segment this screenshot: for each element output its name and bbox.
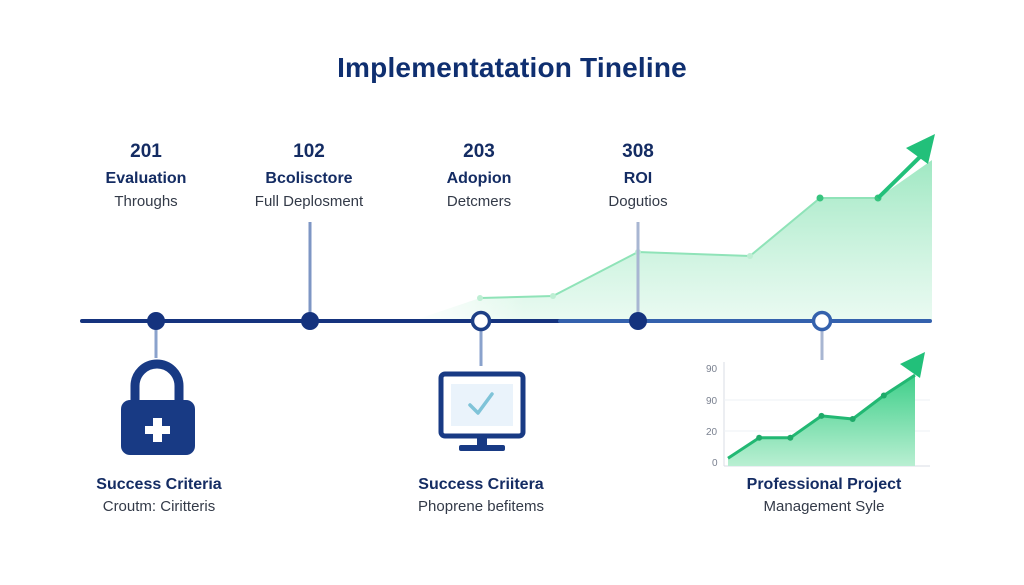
milestone-sub: Detcmers [446,193,512,210]
mini-tick-label: 20 [706,427,718,438]
node-308 [629,312,647,330]
growth-arrow-icon [906,134,935,164]
node-201 [147,312,165,330]
milestone-year: 102 [293,141,325,162]
monitor-check-icon [438,371,526,451]
milestone-4: 308 ROI Dogutios [543,140,733,212]
bottom-sub: Croutm: Ciritteris [102,498,216,515]
growth-area [415,160,932,320]
mini-tick-label: 0 [712,458,718,469]
bottom-block-2: Success Criitera Phoprene befitems [371,474,591,518]
bottom-sub: Phoprene befitems [418,498,544,515]
mini-chart-points [756,392,887,441]
node-203 [470,310,492,332]
mini-chart-point [849,416,856,422]
milestone-label: Evaluation [105,170,187,187]
bottom-title: Professional Project [746,476,902,493]
mini-chart-area [728,375,915,466]
milestone-label: ROI [623,170,653,187]
node-end [811,310,833,332]
node-102 [301,312,319,330]
mini-growth-chart: 90 90 20 0 [706,352,930,469]
milestone-label: Bcolisctore [265,170,353,187]
bottom-sub: Management Syle [763,498,885,515]
milestone-1: 201 Evaluation Throughs [51,140,241,212]
bottom-title: Success Criitera [418,476,544,493]
lock-icon [121,359,195,455]
milestone-sub: Full Deplosment [254,193,364,210]
mini-growth-arrow-icon [900,352,925,378]
bottom-block-1: Success Criteria Croutm: Ciritteris [49,474,269,518]
mini-tick-label: 90 [706,396,718,407]
milestone-year: 203 [463,141,495,162]
mini-tick-label: 90 [706,364,718,375]
page-title: Implementatation Tineline [337,52,687,83]
milestone-sub: Dogutios [608,193,668,210]
bottom-block-3: Professional Project Management Syle [714,474,934,518]
milestone-year: 308 [622,141,654,162]
milestone-sub: Throughs [114,193,178,210]
mini-chart-point [787,434,794,441]
milestone-3: 203 Adopion Detcmers [384,140,574,212]
mini-chart-point [818,412,825,419]
bottom-title: Success Criteria [96,476,222,493]
milestone-label: Adopion [446,170,512,187]
milestone-2: 102 Bcolisctore Full Deplosment [214,140,404,212]
mini-chart-point [880,392,887,399]
milestone-year: 201 [130,141,162,162]
mini-chart-point [756,434,763,441]
